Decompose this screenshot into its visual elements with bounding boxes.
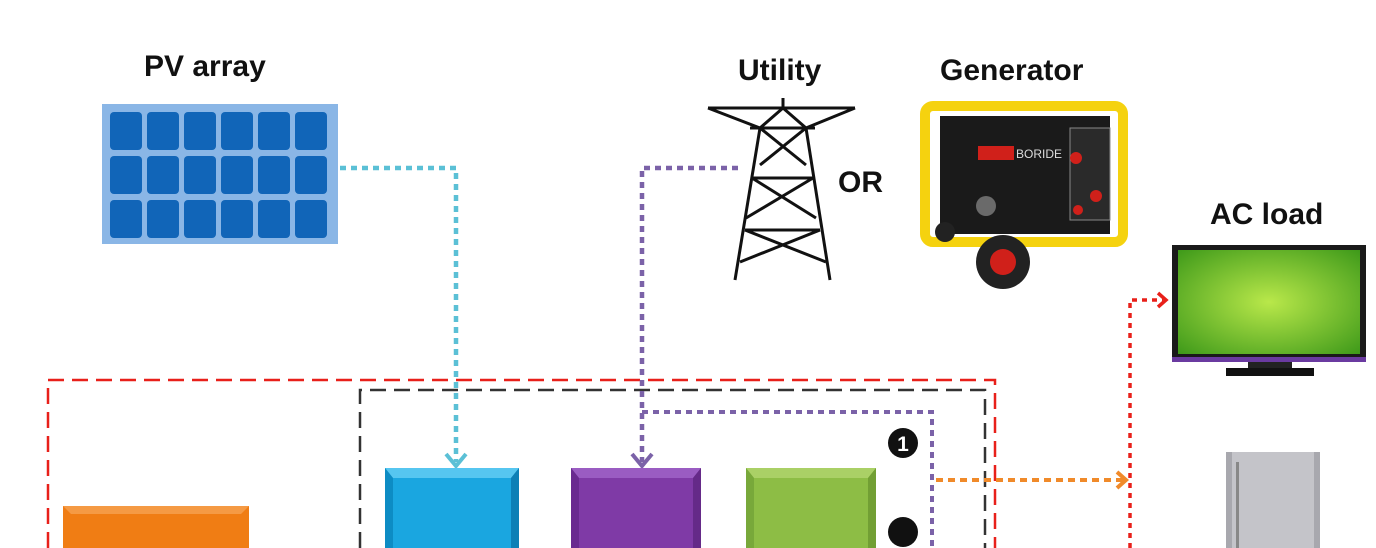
solar-cell (147, 112, 179, 150)
refrigerator-icon (1226, 452, 1320, 548)
solar-cell (258, 200, 290, 238)
solar-cell (184, 156, 216, 194)
generator-brand-text: BORIDE (1016, 147, 1062, 161)
badge-1-number: 1 (897, 433, 909, 456)
solar-cell (258, 112, 290, 150)
solar-panel-icon (102, 104, 338, 244)
solar-cell (110, 112, 142, 150)
box-blue (385, 468, 519, 548)
ac-load-label: AC load (1210, 198, 1324, 231)
television-icon (1172, 245, 1366, 376)
outer-system-frame (46, 378, 997, 548)
bypass-line (642, 410, 934, 548)
solar-cell (295, 200, 327, 238)
badge-2 (888, 517, 918, 547)
output-arrow-head (1115, 470, 1130, 490)
solar-cell (184, 112, 216, 150)
box-orange (63, 506, 249, 548)
badge-1: 1 (888, 428, 918, 458)
solar-cell (258, 156, 290, 194)
solar-cell (110, 200, 142, 238)
or-label: OR (838, 166, 883, 199)
pv-arrow-head (444, 452, 468, 470)
box-purple (571, 468, 701, 548)
utility-label: Utility (738, 54, 822, 87)
ac-arrow-head (1156, 291, 1169, 309)
pv-array-label: PV array (144, 50, 266, 83)
ac-connection-line (1128, 298, 1163, 548)
pv-connection-line (340, 165, 459, 462)
generator-label: Generator (940, 54, 1084, 87)
grid-connection-line (639, 165, 738, 462)
solar-cell (221, 200, 253, 238)
box-green (746, 468, 876, 548)
solar-cell (184, 200, 216, 238)
solar-cell (147, 200, 179, 238)
solar-cell (295, 156, 327, 194)
solar-cell (221, 156, 253, 194)
solar-cell (147, 156, 179, 194)
inner-inverter-frame (358, 388, 987, 548)
generator-icon: BORIDE (920, 101, 1128, 289)
solar-cell (295, 112, 327, 150)
power-tower-icon (707, 98, 856, 281)
solar-cell (221, 112, 253, 150)
grid-arrow-head (630, 452, 654, 470)
solar-cell (110, 156, 142, 194)
